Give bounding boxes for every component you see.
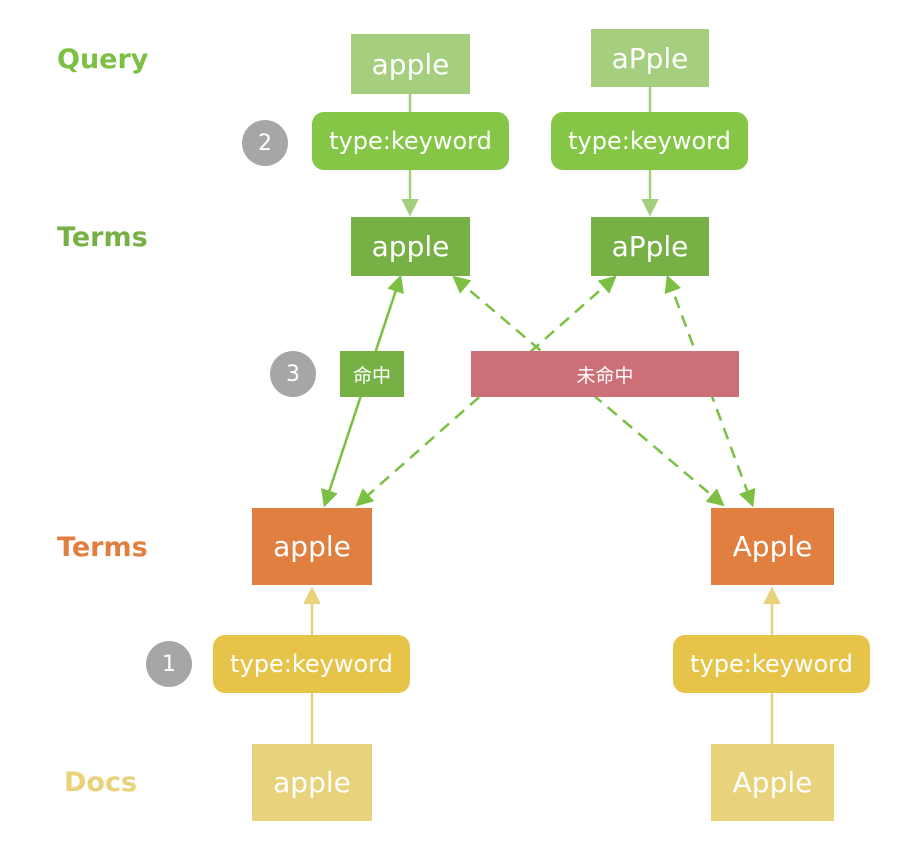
doc-term-apple: apple [252,508,372,585]
row-label-docs: Docs [64,767,138,798]
doc-term-Apple: Apple [711,508,834,585]
query-term-apple: apple [351,217,470,276]
query-input-aPple: aPple [591,29,709,87]
step-badge-3: 3 [270,351,316,397]
row-label-doc-terms: Terms [57,532,148,563]
query-left-analyzer: type:keyword [312,112,509,170]
doc-input-Apple: Apple [711,744,834,821]
hit-tag: 命中 [340,351,404,397]
query-term-aPple: aPple [591,217,709,276]
row-label-query: Query [57,44,149,75]
step-badge-1: 1 [146,641,192,687]
step-badge-2: 2 [242,120,288,166]
row-label-query-terms: Terms [57,222,148,253]
doc-left-analyzer: type:keyword [213,635,410,693]
query-right-analyzer: type:keyword [551,112,748,170]
query-input-apple: apple [351,34,470,94]
doc-right-analyzer: type:keyword [673,635,870,693]
miss-tag: 未命中 [471,351,739,397]
doc-input-apple: apple [252,744,372,821]
